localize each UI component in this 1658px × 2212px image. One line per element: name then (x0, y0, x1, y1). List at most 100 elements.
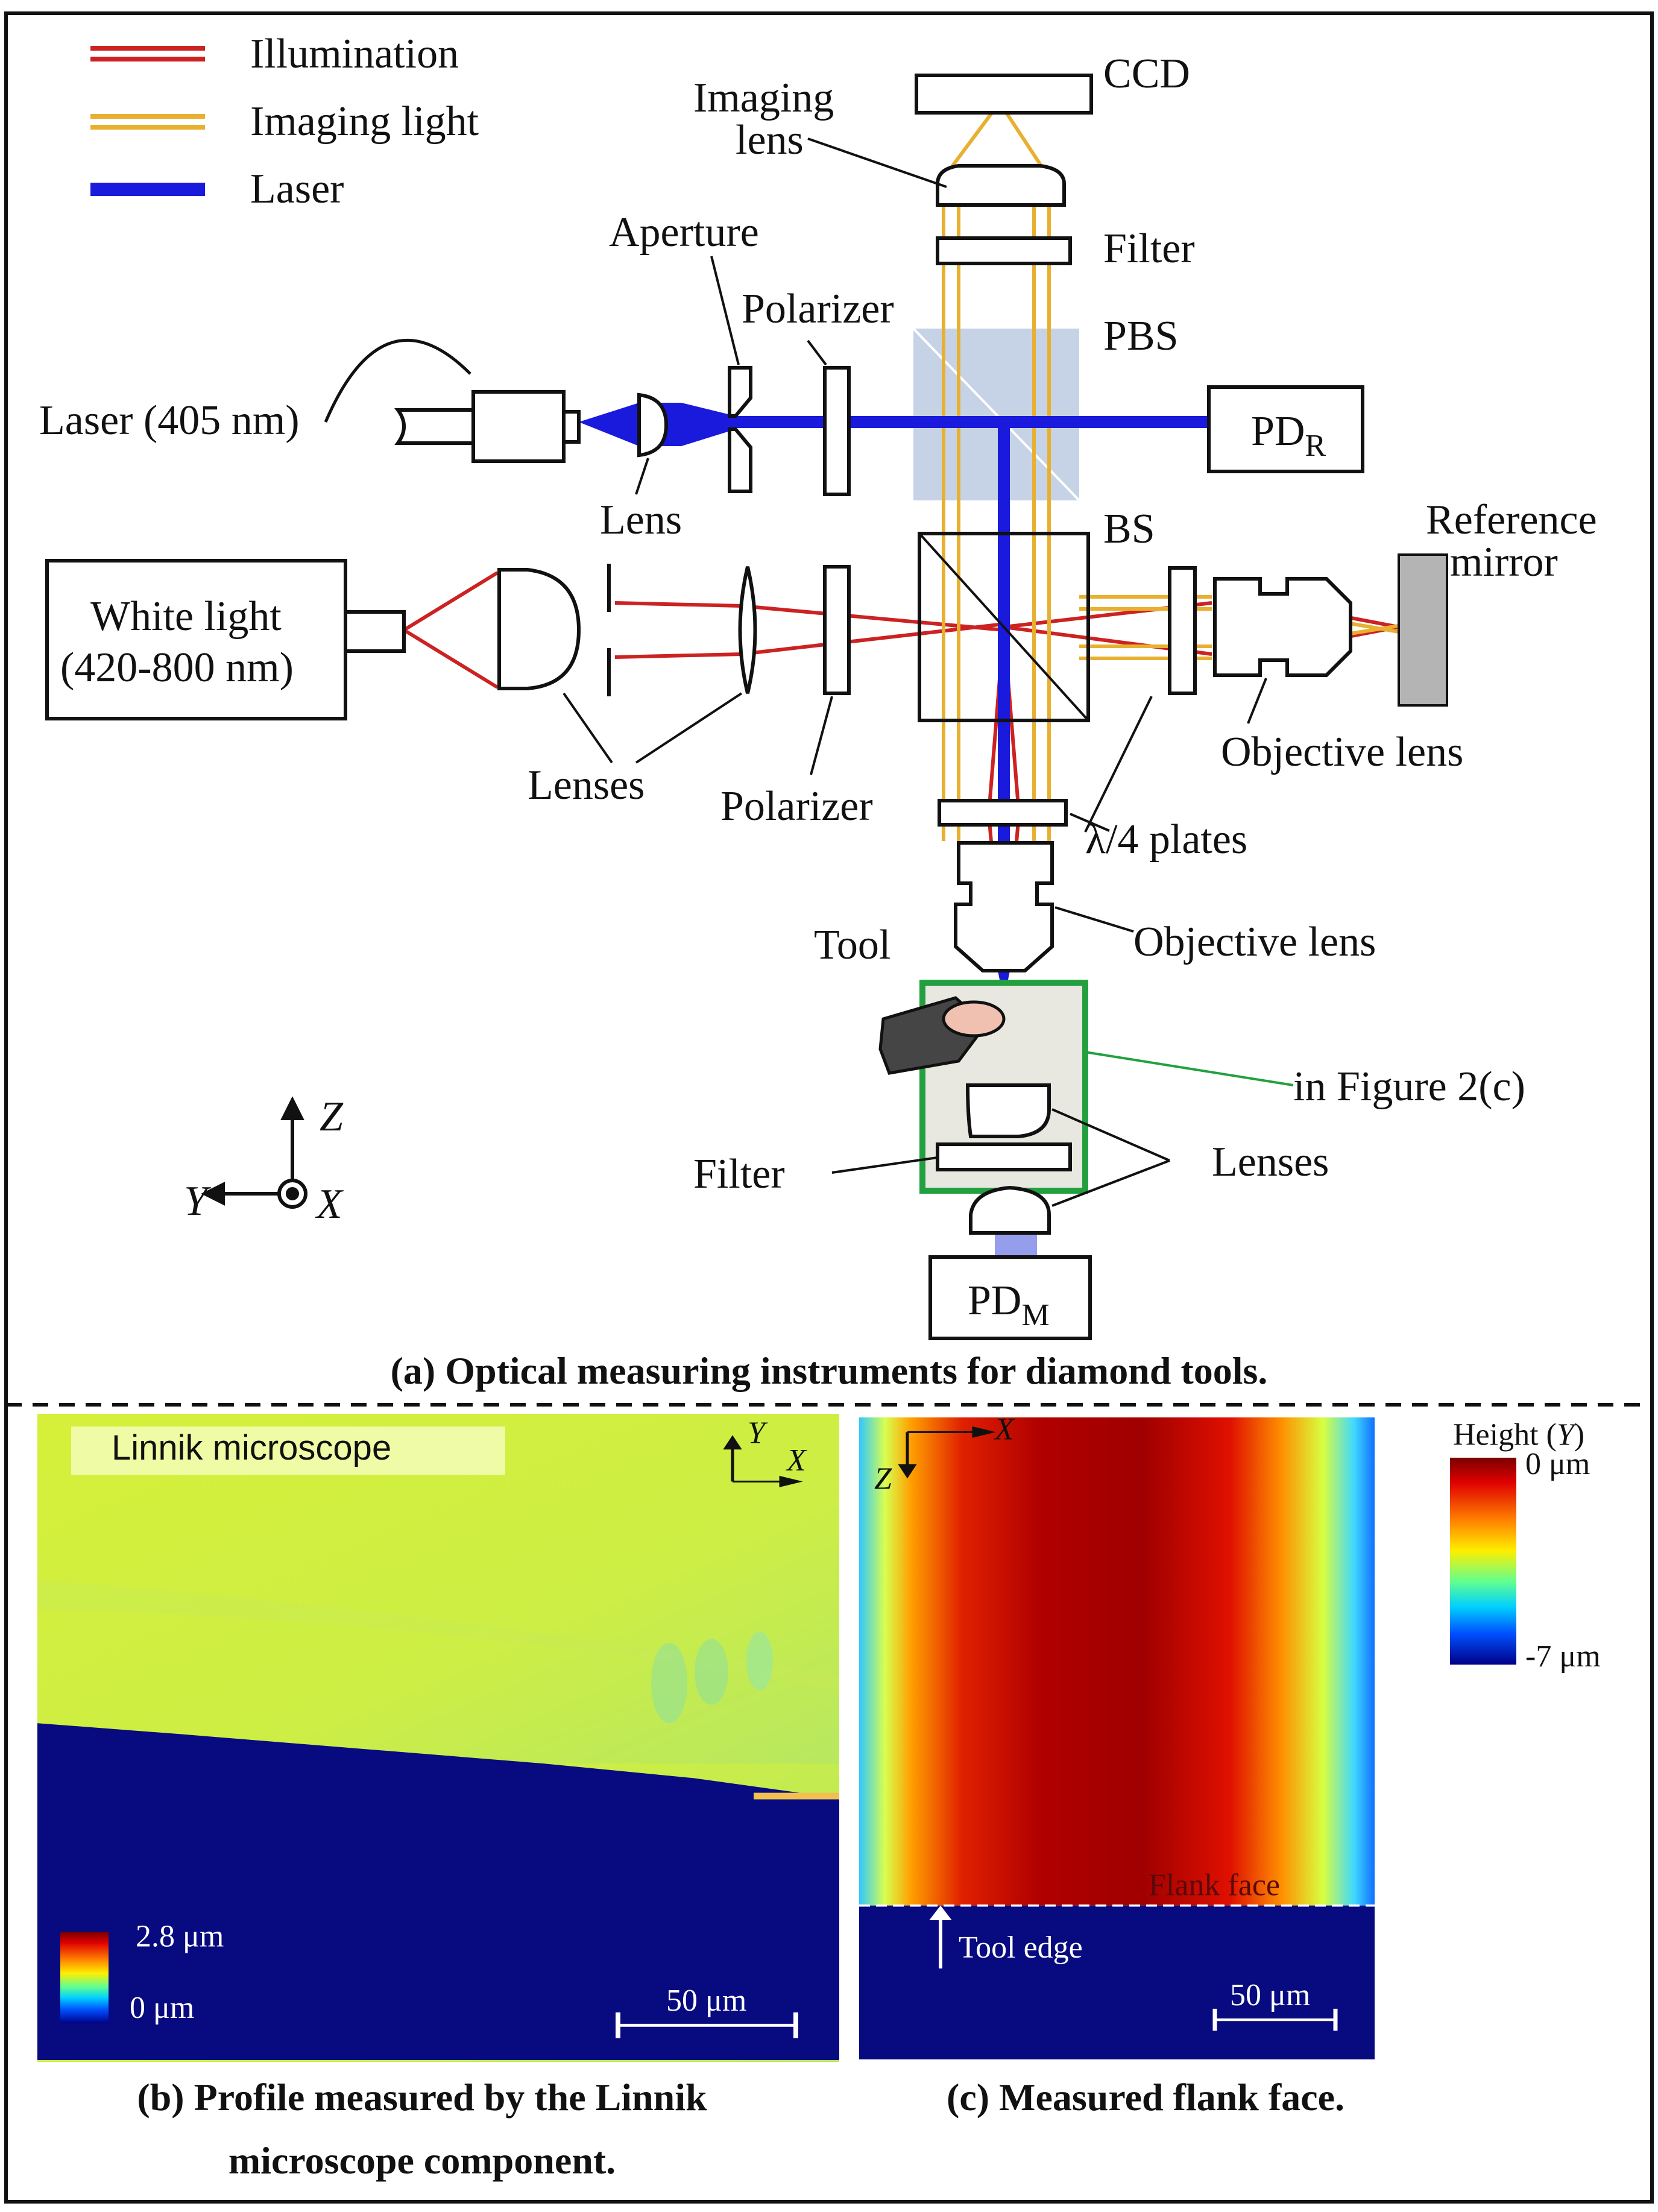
panel-b-axis-y: Y (748, 1416, 768, 1451)
panel-c-below-edge (859, 1905, 1375, 2059)
panel-b-axis-x: X (786, 1443, 807, 1478)
panel-b-edge-highlight (754, 1792, 839, 1800)
caption-b-line1: (b) Profile measured by the Linnik (137, 2076, 707, 2119)
bs-cube (918, 532, 1090, 722)
panel-b-drift-band (37, 1580, 839, 1691)
panel-b-colorbar-min: 0 μm (130, 1991, 194, 2025)
panel-c-flank-label: Flank face (1149, 1868, 1280, 1903)
panel-c-scalebar-label: 50 μm (1230, 1978, 1310, 2012)
pd-m-main: PD (968, 1278, 1021, 1324)
pd-r-sub: R (1305, 429, 1326, 463)
panel-c-colorbar-title-var: Y (1557, 1418, 1577, 1452)
objective-right (1213, 577, 1352, 677)
panel-c: X Z Flank face Tool edge 50 μm Height (Y… (859, 1413, 1601, 2059)
caption-a: (a) Optical measuring instruments for di… (391, 1349, 1268, 1392)
reference-label-1: Reference (1426, 497, 1597, 543)
panel-b-scalebar (616, 2012, 798, 2038)
panel-b-colorbar (60, 1932, 109, 2024)
lenses-right-label: Lenses (1212, 1139, 1329, 1185)
caption-c: (c) Measured flank face. (947, 2076, 1344, 2119)
polarizer-bottom-label: Polarizer (720, 783, 873, 830)
ccd (915, 74, 1093, 115)
lenses-left-label: Lenses (528, 762, 645, 808)
legend-illumination-label: Illumination (250, 31, 459, 77)
aperture-label: Aperture (609, 209, 759, 256)
panel-b-axes (723, 1435, 803, 1487)
panel-c-colorbar-title-suffix: ) (1574, 1418, 1584, 1452)
legend-illumination: Illumination (90, 31, 459, 77)
panel-c-colorbar-title-prefix: Height ( (1453, 1418, 1557, 1452)
laser-tube (394, 408, 478, 445)
pd-r (1207, 385, 1364, 473)
panel-c-edge-label: Tool edge (959, 1930, 1083, 1965)
qwp-right (1168, 566, 1197, 695)
legend-laser: Laser (90, 166, 344, 212)
laser-label: Laser (405 nm) (39, 397, 300, 444)
lens-label: Lens (600, 497, 682, 543)
panel-c-flank (859, 1417, 1375, 1906)
panel-c-axis-z: Z (874, 1462, 892, 1496)
axis-x-label: X (315, 1181, 344, 1227)
panel-b-scalebar-label: 50 μm (666, 1984, 746, 2018)
panel-b-surface-blend (37, 1414, 839, 1764)
quarter-wave-label: λ/4 plates (1085, 816, 1247, 863)
imaging-lens-label-1: Imaging (693, 75, 834, 121)
tool-diamond (942, 1000, 1006, 1038)
polarizer-top (823, 366, 851, 496)
outer-frame (4, 11, 1654, 2204)
filter-bottom-label: Filter (693, 1151, 785, 1197)
polarizer-top-label: Polarizer (742, 286, 894, 332)
reference-mirror (1398, 553, 1448, 707)
ccd-label: CCD (1103, 51, 1190, 97)
white-light-source (45, 559, 347, 720)
laser-cable (324, 339, 471, 423)
condenser-lens-2 (738, 566, 757, 694)
axis-indicator (201, 1096, 307, 1209)
panel-c-axes (898, 1426, 996, 1479)
panel-b-label: Linnik microscope (112, 1428, 391, 1467)
objective-bottom-label: Objective lens (1133, 919, 1376, 965)
imaging-lens-label-2: lens (736, 117, 804, 163)
tool-filter (936, 1142, 1072, 1171)
tool-label: Tool (814, 922, 890, 968)
pd-r-main: PD (1251, 408, 1305, 455)
laser-head (562, 410, 581, 444)
laser-lens (637, 392, 669, 458)
bs-diagonal (918, 532, 1089, 722)
qwp-bottom (938, 799, 1068, 827)
filter-top-label: Filter (1103, 225, 1195, 272)
polarizer-bottom (823, 565, 851, 695)
panel-b-label-box (71, 1426, 505, 1475)
figure-ref-leader (1085, 1051, 1294, 1086)
legend: Illumination Imaging light Laser (90, 31, 479, 212)
axis-z-label: Z (320, 1094, 344, 1140)
optical-diagram: CCD Imaging lens Filter PBS Laser (405 n… (39, 51, 1597, 1340)
panel-c-scalebar (1212, 2008, 1338, 2031)
panel-b-dark-region (37, 1723, 839, 1813)
panel-b-colorbar-max: 2.8 μm (136, 1920, 224, 1954)
tool-lens-lower (969, 1185, 1051, 1235)
panel-c-axis-x: X (994, 1413, 1015, 1447)
white-light-head (344, 610, 406, 653)
white-light-label-2: (420-800 nm) (60, 644, 294, 691)
legend-imaging-label: Imaging light (250, 98, 479, 145)
pd-r-label: PDR (1251, 408, 1326, 463)
panel-c-colorbar-max: 0 μm (1525, 1447, 1590, 1481)
panel-b-dark-region-lower (37, 1810, 839, 2060)
objective-right-label: Objective lens (1221, 729, 1463, 775)
legend-laser-label: Laser (250, 166, 344, 212)
tool-lens-upper (965, 1083, 1051, 1138)
panel-b-artifacts (651, 1631, 773, 1724)
aperture-lower (728, 427, 752, 493)
panel-c-colorbar-min: -7 μm (1525, 1639, 1601, 1674)
caption-b-line2: microscope component. (229, 2139, 616, 2182)
axis-y-label: Y (184, 1178, 212, 1224)
pbs-label: PBS (1103, 313, 1179, 359)
panel-b: Linnik microscope Y X 2.8 μm 0 μm 50 μm (37, 1414, 839, 2062)
bs-label: BS (1103, 506, 1155, 552)
legend-imaging: Imaging light (90, 98, 479, 145)
condenser-lens-1 (497, 568, 581, 690)
laser-body (471, 390, 566, 463)
panel-c-colorbar-title: Height (Y) (1453, 1418, 1584, 1452)
